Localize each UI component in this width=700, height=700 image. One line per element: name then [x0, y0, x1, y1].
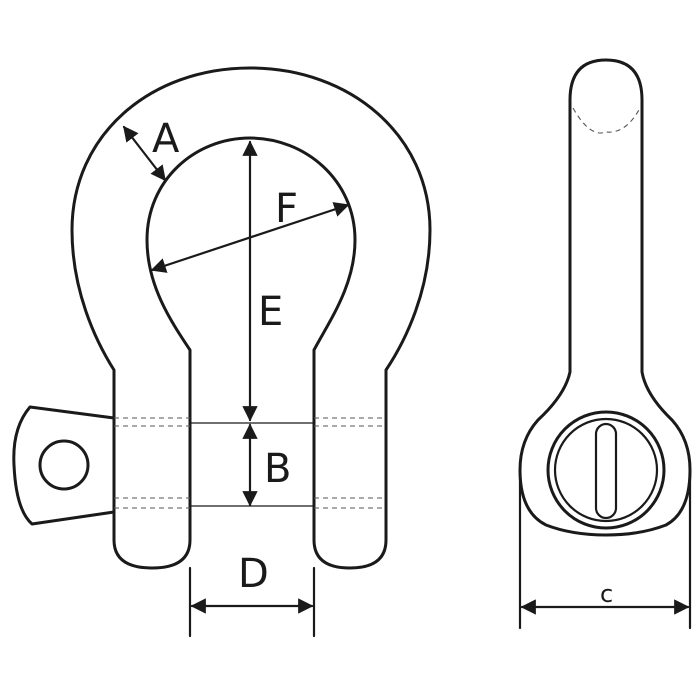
left-foot: [112, 510, 192, 570]
right-foot: [312, 510, 388, 570]
label-c: c: [600, 580, 613, 608]
label-e: E: [258, 289, 283, 335]
pin-head-slot: [594, 422, 618, 520]
bow-outer: [70, 66, 432, 422]
label-a: A: [152, 116, 180, 162]
pin-head-outer: [546, 410, 666, 530]
bow-inner: [145, 136, 357, 422]
side-body-outline: [518, 58, 692, 537]
label-b: B: [264, 446, 291, 492]
side-top-hidden: [572, 107, 641, 134]
label-f: F: [275, 186, 298, 232]
dim-f-arrow: [150, 202, 350, 273]
front-view: A F E B D: [12, 66, 432, 638]
pin-eye-outline: [12, 405, 116, 526]
label-d: D: [238, 551, 269, 597]
pin-head-inner: [553, 417, 659, 523]
dim-a-arrow: [122, 125, 167, 182]
pin-eye-hole: [38, 439, 90, 491]
side-view: c: [518, 58, 692, 630]
